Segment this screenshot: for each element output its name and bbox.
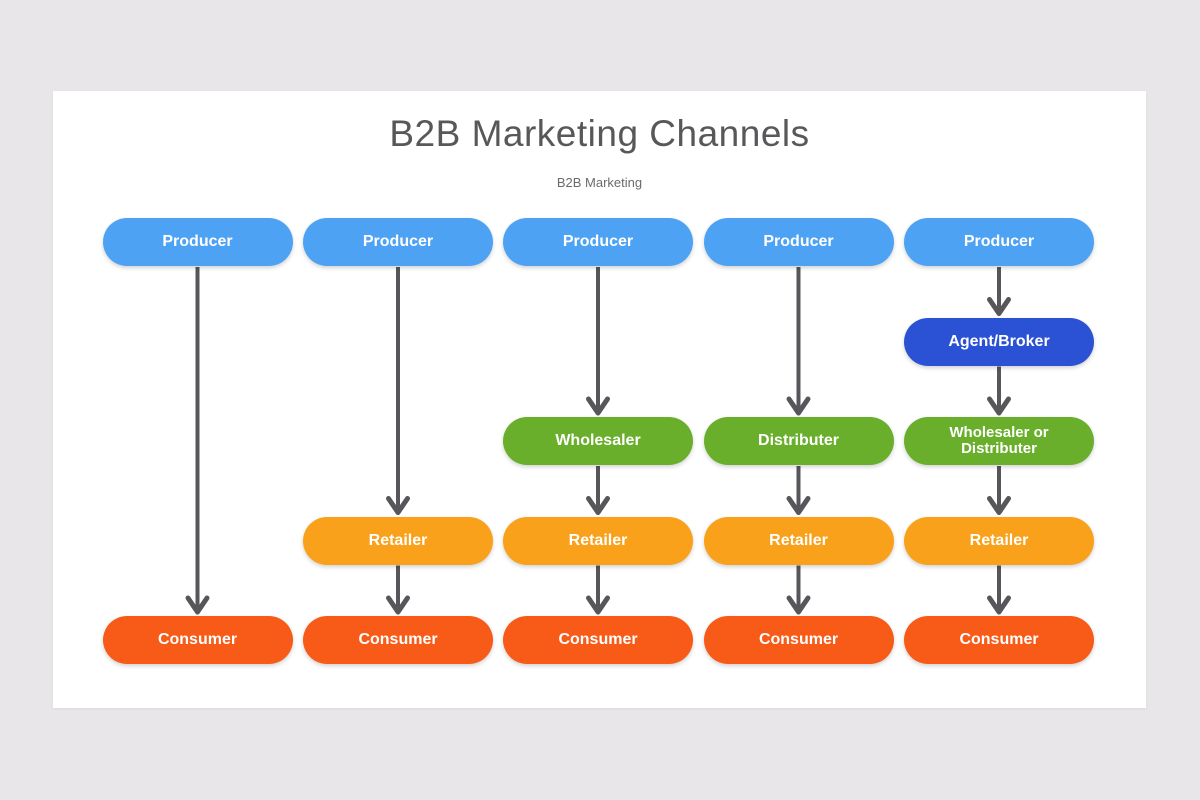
arrow (386, 565, 410, 615)
arrow (586, 267, 610, 416)
node-producer: Producer (703, 218, 894, 266)
node-consumer: Consumer (102, 616, 293, 664)
arrow (586, 565, 610, 615)
arrow (786, 466, 811, 515)
node-producer: Producer (904, 218, 1094, 266)
node-distributer: Distributer (703, 417, 894, 465)
node-consumer: Consumer (303, 616, 493, 664)
page-title: B2B Marketing Channels (389, 113, 810, 154)
node-agent-broker: Agent/Broker (904, 317, 1094, 366)
node-retailer: Retailer (904, 516, 1094, 565)
node-producer: Producer (102, 218, 293, 266)
slide-card: B2B Marketing Channels B2B Marketing Pro… (53, 91, 1146, 708)
node-consumer: Consumer (904, 616, 1094, 664)
node-retailer: Retailer (303, 516, 493, 565)
arrow (586, 466, 610, 515)
node-consumer: Consumer (703, 616, 894, 664)
arrow (786, 267, 811, 416)
arrow (987, 565, 1011, 615)
arrow (987, 366, 1011, 416)
arrow (786, 565, 811, 615)
node-wholesaler-or-distributer: Wholesaler or Distributer (904, 417, 1094, 465)
node-consumer: Consumer (503, 616, 693, 664)
node-producer: Producer (303, 218, 493, 266)
arrow (987, 466, 1011, 515)
node-wholesaler: Wholesaler (503, 417, 693, 465)
node-retailer: Retailer (703, 516, 894, 565)
arrow (386, 267, 410, 515)
arrow (987, 267, 1011, 316)
arrow (185, 267, 210, 615)
node-retailer: Retailer (503, 516, 693, 565)
page-subtitle: B2B Marketing (556, 175, 643, 190)
node-producer: Producer (503, 218, 693, 266)
